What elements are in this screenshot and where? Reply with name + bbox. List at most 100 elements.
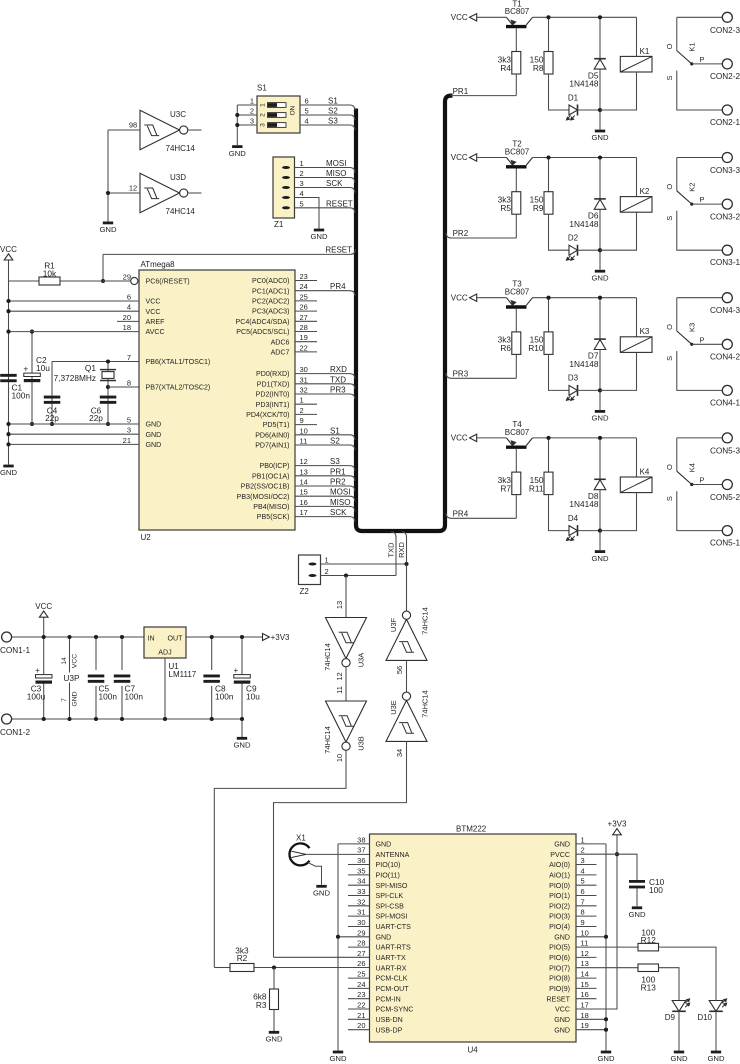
svg-text:CON1-1: CON1-1 [0, 646, 30, 655]
svg-text:K1: K1 [640, 47, 650, 56]
svg-text:O: O [665, 464, 674, 470]
svg-text:U2: U2 [141, 533, 152, 542]
svg-text:C2: C2 [36, 355, 47, 365]
svg-text:U3P: U3P [63, 673, 80, 683]
svg-text:CON1-2: CON1-2 [0, 728, 30, 737]
svg-text:PD4(XCK/T0): PD4(XCK/T0) [246, 411, 289, 419]
svg-text:RXD: RXD [330, 365, 347, 374]
svg-text:PIO(5): PIO(5) [549, 944, 570, 952]
svg-text:PIO(0): PIO(0) [549, 882, 570, 890]
svg-text:RXD: RXD [397, 542, 406, 558]
svg-text:GND: GND [554, 1026, 570, 1034]
svg-text:PB2(SS/OC1B): PB2(SS/OC1B) [241, 483, 290, 491]
svg-text:CON3-2: CON3-2 [710, 212, 740, 221]
svg-text:PD5(T1): PD5(T1) [263, 421, 290, 429]
svg-text:4: 4 [305, 117, 309, 126]
svg-text:12: 12 [129, 183, 137, 192]
svg-text:+: + [35, 666, 40, 675]
svg-text:P: P [700, 335, 705, 344]
svg-text:MOSI: MOSI [326, 159, 346, 168]
svg-text:R13: R13 [641, 983, 657, 993]
svg-text:S: S [665, 216, 674, 221]
svg-text:PIO(1): PIO(1) [549, 892, 570, 900]
svg-text:Z2: Z2 [300, 587, 310, 596]
svg-text:ADJ: ADJ [158, 649, 172, 657]
svg-text:74HC14: 74HC14 [421, 690, 430, 718]
svg-text:GND: GND [146, 421, 162, 429]
svg-text:74HC14: 74HC14 [421, 607, 430, 635]
svg-text:S3: S3 [328, 117, 338, 126]
svg-text:K4: K4 [688, 463, 697, 472]
svg-text:2: 2 [581, 846, 585, 855]
svg-text:D3: D3 [568, 374, 579, 383]
svg-text:K4: K4 [640, 467, 650, 476]
svg-text:AVCC: AVCC [146, 328, 165, 336]
svg-text:+3V3: +3V3 [271, 633, 290, 642]
svg-text:T2: T2 [512, 140, 522, 149]
svg-text:CON5-3: CON5-3 [710, 446, 740, 455]
svg-text:GND: GND [146, 441, 162, 449]
svg-text:T4: T4 [512, 420, 522, 429]
svg-text:U4: U4 [468, 1046, 479, 1055]
svg-text:BC807: BC807 [505, 288, 530, 297]
svg-text:C4: C4 [47, 406, 58, 416]
svg-text:GND: GND [329, 1054, 347, 1063]
svg-text:10: 10 [581, 928, 589, 937]
svg-text:1: 1 [300, 396, 304, 405]
svg-text:GND: GND [628, 910, 646, 919]
svg-text:CON5-2: CON5-2 [710, 493, 740, 502]
svg-text:RESET: RESET [326, 199, 353, 208]
svg-text:31: 31 [300, 375, 308, 384]
svg-text:VCC: VCC [35, 602, 52, 611]
svg-text:5: 5 [581, 877, 585, 886]
svg-text:PD7(AIN1): PD7(AIN1) [255, 442, 289, 450]
svg-text:ON: ON [290, 105, 297, 115]
svg-text:SCK: SCK [326, 179, 343, 188]
svg-text:PR2: PR2 [453, 229, 469, 238]
svg-text:18: 18 [123, 323, 131, 332]
svg-text:RESET: RESET [546, 995, 570, 1003]
svg-text:OUT: OUT [168, 635, 184, 643]
svg-text:27: 27 [300, 313, 308, 322]
svg-text:ADC7: ADC7 [271, 349, 290, 357]
svg-text:PR2: PR2 [330, 478, 346, 487]
svg-text:4: 4 [300, 189, 304, 198]
svg-text:PD6(AIN0): PD6(AIN0) [255, 431, 289, 439]
svg-text:PC2(ADC2): PC2(ADC2) [252, 298, 289, 306]
svg-text:D5: D5 [588, 70, 599, 80]
svg-text:SPI-CLK: SPI-CLK [376, 892, 404, 900]
svg-text:PIO(11): PIO(11) [376, 872, 400, 880]
svg-text:R10: R10 [528, 343, 544, 353]
svg-text:9: 9 [581, 918, 585, 927]
svg-text:PD0(RXD): PD0(RXD) [256, 370, 290, 378]
svg-text:Z1: Z1 [274, 220, 284, 229]
svg-text:U3E: U3E [389, 700, 398, 715]
svg-text:CON3-3: CON3-3 [710, 166, 740, 175]
svg-text:14: 14 [300, 478, 308, 487]
svg-text:2: 2 [325, 567, 329, 576]
svg-text:UART-TX: UART-TX [376, 954, 406, 962]
svg-text:O: O [665, 184, 674, 190]
svg-text:1N4148: 1N4148 [569, 499, 598, 509]
svg-text:S2: S2 [328, 107, 338, 116]
svg-text:RESET: RESET [325, 246, 352, 255]
svg-text:R5: R5 [500, 203, 511, 213]
svg-text:SCK: SCK [330, 508, 347, 517]
svg-text:2: 2 [260, 113, 267, 117]
svg-text:3: 3 [127, 426, 131, 435]
svg-text:U3A: U3A [357, 653, 366, 668]
svg-text:SPI-MISO: SPI-MISO [376, 882, 408, 890]
svg-text:S1: S1 [330, 426, 340, 435]
svg-text:1N4148: 1N4148 [569, 219, 598, 229]
svg-text:1N4148: 1N4148 [569, 359, 598, 369]
svg-text:3k3: 3k3 [498, 195, 512, 205]
svg-text:GND: GND [554, 933, 570, 941]
svg-text:26: 26 [357, 959, 365, 968]
svg-text:GND: GND [376, 933, 392, 941]
svg-text:16: 16 [300, 498, 308, 507]
svg-text:32: 32 [357, 897, 365, 906]
svg-text:9: 9 [300, 416, 304, 425]
svg-text:19: 19 [581, 1021, 589, 1030]
svg-text:ATmega8: ATmega8 [141, 260, 176, 269]
svg-text:100n: 100n [99, 692, 118, 702]
